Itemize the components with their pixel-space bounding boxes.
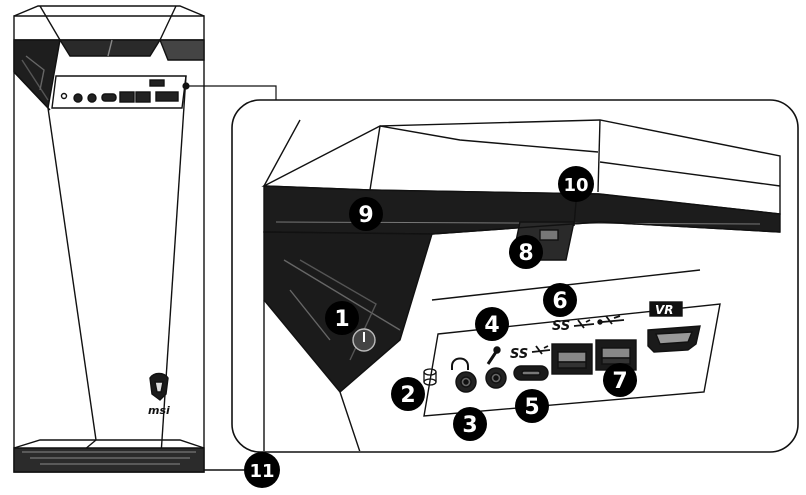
superspeed-label-a: SS bbox=[510, 347, 528, 362]
microphone-icon bbox=[486, 346, 501, 365]
callout-11: 11 bbox=[244, 452, 280, 488]
leader-lines bbox=[204, 201, 577, 471]
vr-label: VR bbox=[655, 303, 674, 317]
zoom-detail-view: SS SS VR bbox=[231, 99, 799, 453]
callout-7: 7 bbox=[603, 363, 637, 397]
reset-button bbox=[539, 229, 559, 241]
hdmi-small bbox=[155, 91, 179, 102]
hdmi-vr-port bbox=[647, 325, 701, 353]
headphone-jack bbox=[455, 371, 477, 393]
svg-text:7: 7 bbox=[612, 369, 627, 394]
callout-5: 5 bbox=[515, 389, 549, 423]
callout-markers: 1 2 3 4 5 6 7 8 9 10 11 bbox=[244, 166, 637, 488]
usb-a-small-2 bbox=[135, 91, 151, 103]
svg-text:9: 9 bbox=[358, 203, 373, 228]
hdd-led-small-icon bbox=[60, 92, 68, 100]
hdd-led-icon bbox=[423, 368, 437, 386]
msi-logo-text: msi bbox=[148, 404, 170, 417]
svg-text:2: 2 bbox=[400, 383, 415, 408]
zoom-connector bbox=[182, 82, 277, 100]
mic-jack bbox=[485, 367, 507, 389]
superspeed-label-b: SS bbox=[552, 319, 570, 334]
usb-type-c-port bbox=[513, 365, 549, 381]
usb-symbol-icon-b bbox=[573, 319, 595, 329]
callout-10: 10 bbox=[558, 166, 594, 202]
usb-c-small bbox=[101, 93, 117, 102]
svg-text:8: 8 bbox=[518, 241, 533, 266]
svg-text:4: 4 bbox=[484, 313, 499, 338]
usb-symbol-icon-a bbox=[531, 345, 551, 355]
usb-symbol-icon-c bbox=[601, 315, 625, 325]
callout-1: 1 bbox=[325, 301, 359, 335]
msi-dragon-logo: msi bbox=[148, 372, 170, 417]
svg-text:11: 11 bbox=[249, 461, 274, 482]
tower-front-view: msi bbox=[13, 5, 205, 473]
usb-a-small-1 bbox=[119, 91, 135, 103]
callout-8: 8 bbox=[509, 235, 543, 269]
callout-9: 9 bbox=[349, 197, 383, 231]
svg-text:3: 3 bbox=[462, 413, 477, 438]
svg-text:1: 1 bbox=[334, 307, 349, 332]
mic-jack-small bbox=[87, 93, 97, 103]
usb-a-port-1 bbox=[551, 343, 593, 375]
headphone-icon bbox=[451, 357, 469, 370]
svg-text:5: 5 bbox=[524, 395, 539, 420]
callout-4: 4 bbox=[475, 307, 509, 341]
headphone-jack-small bbox=[73, 93, 83, 103]
svg-text:6: 6 bbox=[552, 289, 567, 314]
callout-2: 2 bbox=[391, 377, 425, 411]
callout-6: 6 bbox=[543, 283, 577, 317]
callout-3: 3 bbox=[453, 407, 487, 441]
bottom-grille bbox=[13, 447, 205, 473]
svg-text:10: 10 bbox=[563, 175, 588, 196]
